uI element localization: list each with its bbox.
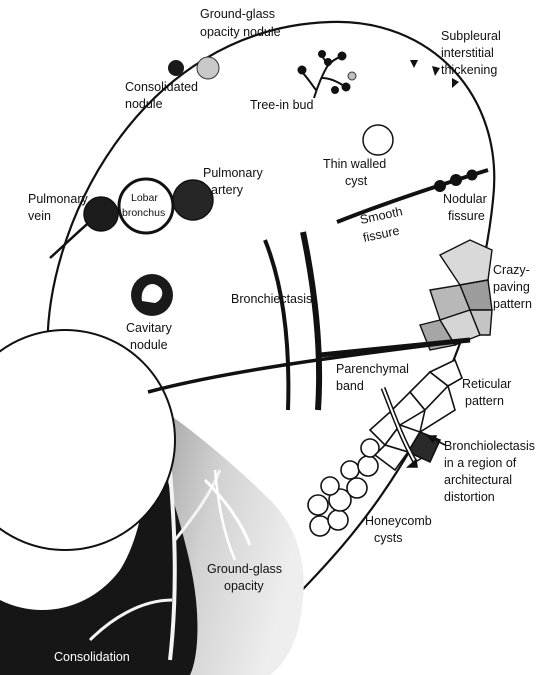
label-tree-in-bud: Tree-in bud [250, 98, 314, 112]
label-bronchiolectasis-line2: in a region of [444, 456, 517, 470]
label-thin-walled-cyst-line2: cyst [345, 174, 368, 188]
reticular-pattern [370, 360, 462, 470]
label-ground-glass-opacity-line1: Ground-glass [207, 562, 282, 576]
label-nodular-fissure-line2: fissure [448, 209, 485, 223]
tree-in-bud-icon [299, 51, 350, 98]
label-consolidated-nodule-line1: Consolidated [125, 80, 198, 94]
label-pulmonary-artery-line2: artery [211, 183, 244, 197]
label-parenchymal-band-line2: band [336, 379, 364, 393]
label-pulmonary-vein-line1: Pulmonary [28, 192, 88, 206]
label-cavitary-nodule-line2: nodule [130, 338, 168, 352]
label-consolidated-nodule-line2: nodule [125, 97, 163, 111]
consolidated-nodule-circle [168, 60, 184, 76]
label-subpleural-line3: thickening [441, 63, 497, 77]
label-pulmonary-vein-line2: vein [28, 209, 51, 223]
label-subpleural-line1: Subpleural [441, 29, 501, 43]
ground-glass-opacity-nodule-circle [197, 57, 219, 79]
thin-walled-cyst-circle [363, 125, 393, 155]
pulmonary-vein-circle [84, 197, 118, 231]
label-crazy-paving-line2: paving [493, 280, 530, 294]
label-ggo-nodule-line2: opacity nodule [200, 25, 281, 39]
bronchiectasis-wall-left [265, 240, 288, 410]
label-bronchiolectasis-line4: distortion [444, 490, 495, 504]
label-lobar-bronchus-line1: Lobar [131, 192, 158, 204]
label-parenchymal-band-line1: Parenchymal [336, 362, 409, 376]
label-bronchiectasis: Bronchiectasis [231, 292, 312, 306]
label-subpleural-line2: interstitial [441, 46, 494, 60]
tree-in-bud-bud [348, 72, 356, 80]
parenchymal-band-line [320, 340, 470, 355]
bronchiectasis-wall-right [303, 232, 319, 410]
lobar-bronchus-circle [119, 179, 173, 233]
label-smooth-fissure-line2: fissure [362, 224, 401, 245]
pulmonary-artery-circle [173, 180, 213, 220]
label-reticular-line2: pattern [465, 394, 504, 408]
label-ground-glass-opacity-line2: opacity [224, 579, 264, 593]
label-consolidation: Consolidation [54, 650, 130, 664]
label-cavitary-nodule-line1: Cavitary [126, 321, 173, 335]
nodular-fissure [434, 170, 478, 193]
label-crazy-paving-line1: Crazy- [493, 263, 530, 277]
label-ggo-nodule-line1: Ground-glass [200, 7, 275, 21]
label-lobar-bronchus-line2: bronchus [122, 207, 165, 219]
label-bronchiolectasis-line1: Bronchiolectasis [444, 439, 535, 453]
label-honeycomb-line1: Honeycomb [365, 514, 432, 528]
label-crazy-paving-line3: pattern [493, 297, 532, 311]
label-reticular-line1: Reticular [462, 377, 511, 391]
label-bronchiolectasis-line3: architectural [444, 473, 512, 487]
label-honeycomb-line2: cysts [374, 531, 402, 545]
crazy-paving-pattern [420, 240, 492, 350]
label-nodular-fissure-line1: Nodular [443, 192, 487, 206]
label-pulmonary-artery-line1: Pulmonary [203, 166, 263, 180]
label-thin-walled-cyst-line1: Thin walled [323, 157, 386, 171]
